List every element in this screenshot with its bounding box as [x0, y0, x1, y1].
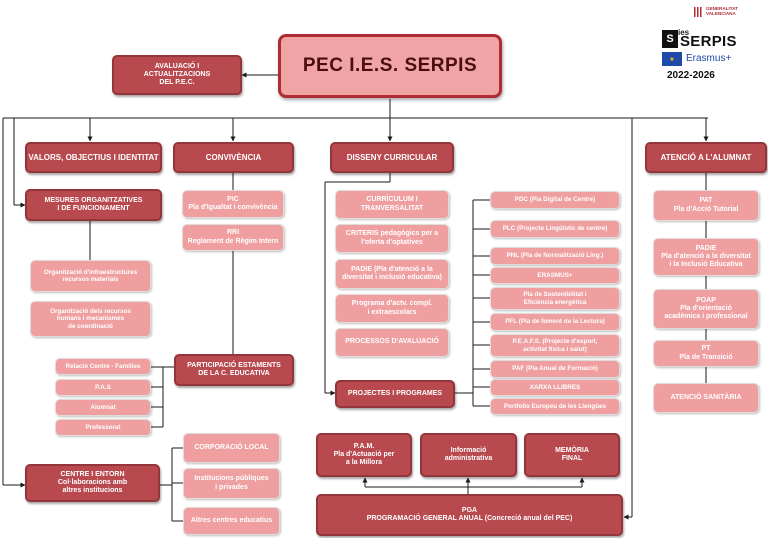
estament-item: Professorat: [55, 419, 151, 436]
participacio-box: PARTICIPACIÓ ESTAMENTS DE LA C. EDUCATIV…: [174, 354, 294, 386]
ies-serpis-name: SERPIS: [680, 33, 737, 50]
pec-title: PEC I.E.S. SERPIS: [278, 34, 502, 98]
organitzacio-infra-box: Organització d'infraestructures recursos…: [30, 260, 151, 292]
mesures-box: MESURES ORGANITZATIVES I DE FUNCIONAMENT: [25, 189, 162, 221]
organitzacio-recursos-box: Organització dels recursos humans i meca…: [30, 301, 151, 337]
entorn-item: Institucions públiques i privades: [183, 468, 280, 499]
curriculum-item: CURRÍCULUM I TRANVERSALITAT: [335, 190, 449, 219]
projectes-box: PROJECTES I PROGRAMES: [335, 380, 455, 408]
gva-text: GENERALITAT VALENCIANA: [706, 6, 738, 17]
ies-prefix: ies: [678, 28, 690, 37]
centre-entorn-box: CENTRE I ENTORN Col·laboracions amb altr…: [25, 464, 160, 502]
programa-item: PFL (Pla de foment de la Lectura): [490, 313, 620, 331]
entorn-item: CORPORACIÓ LOCAL: [183, 433, 280, 463]
programa-item: PAF (Pla Anual de Formació): [490, 360, 620, 378]
programa-item: P.E.A.F.S. (Projecte d'esport, activitat…: [490, 334, 620, 357]
atencio-item: PAT Pla d'Acció Tutorial: [653, 190, 759, 221]
atencio-item: ATENCIÓ SANITÀRIA: [653, 383, 759, 413]
logos: GENERALITAT VALENCIANA S ies SERPIS ★ Er…: [650, 0, 768, 90]
header-valors: VALORS, OBJECTIUS I IDENTITAT: [25, 142, 162, 173]
curriculum-item: Programa d'actv. compl. i extraescolars: [335, 294, 449, 323]
atencio-item: PADIE Pla d'atenció a la diversitat i la…: [653, 238, 759, 276]
estament-item: P.A.S: [55, 379, 151, 396]
programa-item: ERASMUS+: [490, 267, 620, 284]
atencio-item: POAP Pla d'orientació acadèmica i profes…: [653, 289, 759, 329]
estament-item: Relació Centre - Famílies: [55, 358, 151, 375]
pga-box: PGA PROGRAMACIÓ GENERAL ANUAL (Concreció…: [316, 494, 623, 536]
avaluacio-box: AVALUACIÓ I ACTUALITZACIONS DEL P.E.C.: [112, 55, 242, 95]
curriculum-item: CRITERIS pedagògics per a l'oferta d'opt…: [335, 224, 449, 253]
informacio-box: Informació administrativa: [420, 433, 517, 477]
programa-item: PLC (Projecte Lingüístic de centre): [490, 220, 620, 238]
programa-item: PNL (Pla de Normalització Ling.): [490, 247, 620, 265]
pic-box: PIC Pla d'Igualtat i convivència: [182, 190, 284, 218]
estament-item: Alumnat: [55, 399, 151, 416]
programa-item: Portfolio Europeu de les Llengües: [490, 398, 620, 415]
curriculum-item: PADIE (Pla d'atenció a la diversitat i i…: [335, 259, 449, 289]
atencio-item: PT Pla de Transició: [653, 340, 759, 367]
header-disseny-curricular: DISSENY CURRICULAR: [330, 142, 454, 173]
curriculum-item: PROCESSOS D'AVALUACIÓ: [335, 328, 449, 357]
ies-serpis-mark: S: [662, 30, 678, 48]
erasmus-label: Erasmus+: [686, 53, 732, 64]
header-atencio-alumnat: ATENCIÓ A L'ALUMNAT: [645, 142, 767, 173]
entorn-item: Altres centres educatius: [183, 507, 280, 535]
generalitat-logo: [693, 6, 703, 18]
programa-item: XARXA LLIBRES: [490, 379, 620, 396]
memoria-box: MEMÒRIA FINAL: [524, 433, 620, 477]
eu-flag-icon: ★: [662, 52, 682, 66]
rri-box: RRI Reglament de Règim Intern: [182, 224, 284, 251]
programa-item: Pla de Sostenibilitat i Eficiència energ…: [490, 287, 620, 310]
pam-box: P.A.M. Pla d'Actuació per a la Millora: [316, 433, 412, 477]
programa-item: PDC (Pla Digital de Centre): [490, 191, 620, 209]
years-label: 2022-2026: [667, 70, 715, 81]
header-convivencia: CONVIVÈNCIA: [173, 142, 294, 173]
